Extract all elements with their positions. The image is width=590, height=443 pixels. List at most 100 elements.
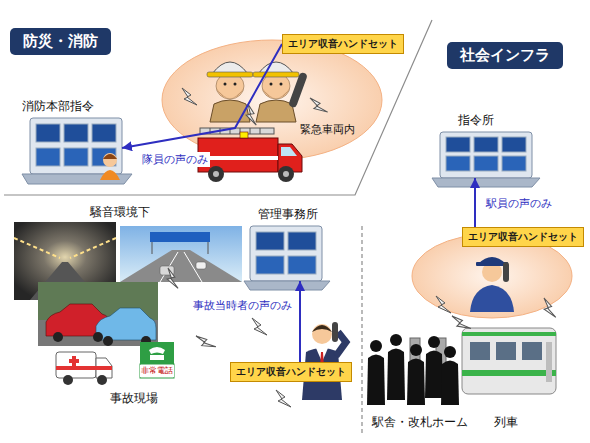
- section-tag: 防災・消防: [10, 28, 111, 55]
- console-illustration: [64, 124, 88, 142]
- highway-photo: [120, 226, 242, 282]
- crowd: [387, 349, 405, 401]
- caller-figure: [302, 322, 346, 400]
- fire-truck: [198, 138, 278, 172]
- console-illustration: [432, 178, 540, 187]
- ambulance: [56, 366, 112, 370]
- voice-arrow: [122, 44, 282, 148]
- console-illustration: [22, 118, 132, 184]
- highway-photo: [160, 252, 202, 282]
- console-illustration: [502, 137, 526, 152]
- console-illustration: [244, 226, 330, 290]
- noise-bolts: [276, 390, 291, 407]
- handset-tag: エリア収音ハンドセット: [282, 34, 404, 54]
- emergency-phone-sign: [149, 347, 165, 354]
- crowd: [410, 344, 422, 356]
- noise-bolts: [252, 318, 267, 335]
- edge-label: 事故当時者の声のみ: [191, 298, 294, 313]
- fire-truck: [208, 166, 224, 182]
- fire-truck: [281, 147, 297, 156]
- console-heading: 消防本部指令: [22, 98, 94, 115]
- scene-label: 列車: [494, 414, 518, 431]
- firefighter-figure: [224, 83, 227, 86]
- noise-bolts: [310, 95, 328, 114]
- noise-bolts: [182, 88, 197, 105]
- train: [462, 332, 556, 336]
- fire-truck: [213, 171, 219, 177]
- fire-truck: [198, 128, 302, 182]
- node-text: 防災・消防: [23, 32, 98, 51]
- caller-figure: [312, 325, 332, 332]
- console-illustration: [288, 256, 316, 274]
- train: [546, 342, 552, 382]
- operator-figure: [103, 153, 117, 167]
- crash-photo: [96, 308, 156, 340]
- scene-label: 緊急車両内: [300, 122, 355, 137]
- crowd: [428, 336, 440, 348]
- crowd: [367, 334, 459, 405]
- firefighter-figure: [207, 72, 253, 77]
- console-illustration: [92, 148, 116, 166]
- highway-photo: [120, 226, 242, 282]
- operator-figure: [103, 154, 117, 159]
- noise-bolts: [196, 331, 216, 352]
- console-illustration: [30, 118, 122, 174]
- dispatch-console: 指令所: [440, 132, 532, 178]
- emergency-phone-sign: [140, 342, 174, 364]
- train: [462, 370, 556, 376]
- noise-bolts: [164, 268, 183, 288]
- crowd: [444, 346, 456, 358]
- crowd: [407, 359, 425, 406]
- firefighter-figure: [234, 83, 237, 86]
- crash-photo: [103, 336, 113, 346]
- console-illustration: [36, 148, 60, 166]
- tunnel-photo: [14, 238, 116, 258]
- operator-figure: [100, 153, 120, 180]
- console-illustration: [256, 256, 284, 274]
- crash-photo: [38, 282, 158, 346]
- operator-figure: [100, 170, 120, 180]
- console-illustration: [36, 124, 60, 142]
- console-heading: 指令所: [458, 112, 494, 129]
- noise-bolts: [436, 296, 559, 332]
- fire-truck: [240, 132, 248, 138]
- console-illustration: [440, 132, 532, 178]
- handset-tag: エリア収音ハンドセット: [230, 362, 352, 382]
- crowd: [425, 351, 443, 399]
- section-divider: [4, 20, 432, 195]
- crowd: [390, 334, 402, 346]
- console-heading: 管理事務所: [258, 206, 318, 223]
- firefighter-figure: [216, 88, 244, 98]
- dispatch-console: 消防本部指令: [30, 118, 122, 174]
- ambulance: [56, 352, 96, 378]
- station-attendant: [470, 257, 514, 312]
- crowd: [441, 361, 459, 406]
- console-illustration: [64, 148, 88, 166]
- emergency-phone-sign: [140, 364, 174, 378]
- handset-tag: エリア収音ハンドセット: [462, 227, 584, 247]
- caller-figure: [312, 324, 332, 344]
- firefighter-figure: [253, 62, 299, 122]
- edge-label: 駅員の声のみ: [484, 196, 554, 211]
- highway-photo: [120, 250, 242, 282]
- ambulance: [56, 352, 112, 385]
- train: [496, 342, 516, 360]
- node-text: エリア収音ハンドセット: [468, 230, 578, 244]
- fire-truck: [198, 156, 278, 160]
- highway-photo: [152, 242, 208, 254]
- ambulance: [97, 375, 107, 385]
- emergency-phone-sign: [140, 342, 174, 378]
- noise-bolts: [452, 312, 471, 332]
- highway-photo: [150, 232, 210, 242]
- section-divider: [361, 226, 362, 436]
- train: [462, 328, 556, 394]
- ambulance: [69, 356, 79, 366]
- crowd: [370, 340, 382, 352]
- emergency-phone-sign: [150, 355, 164, 360]
- console-illustration: [256, 232, 284, 250]
- sign-text: 非常電話: [140, 365, 174, 377]
- fire-truck: [278, 166, 294, 182]
- station-attendant: [503, 262, 509, 282]
- firefighter-figure: [207, 62, 253, 122]
- firefighters: [207, 62, 308, 122]
